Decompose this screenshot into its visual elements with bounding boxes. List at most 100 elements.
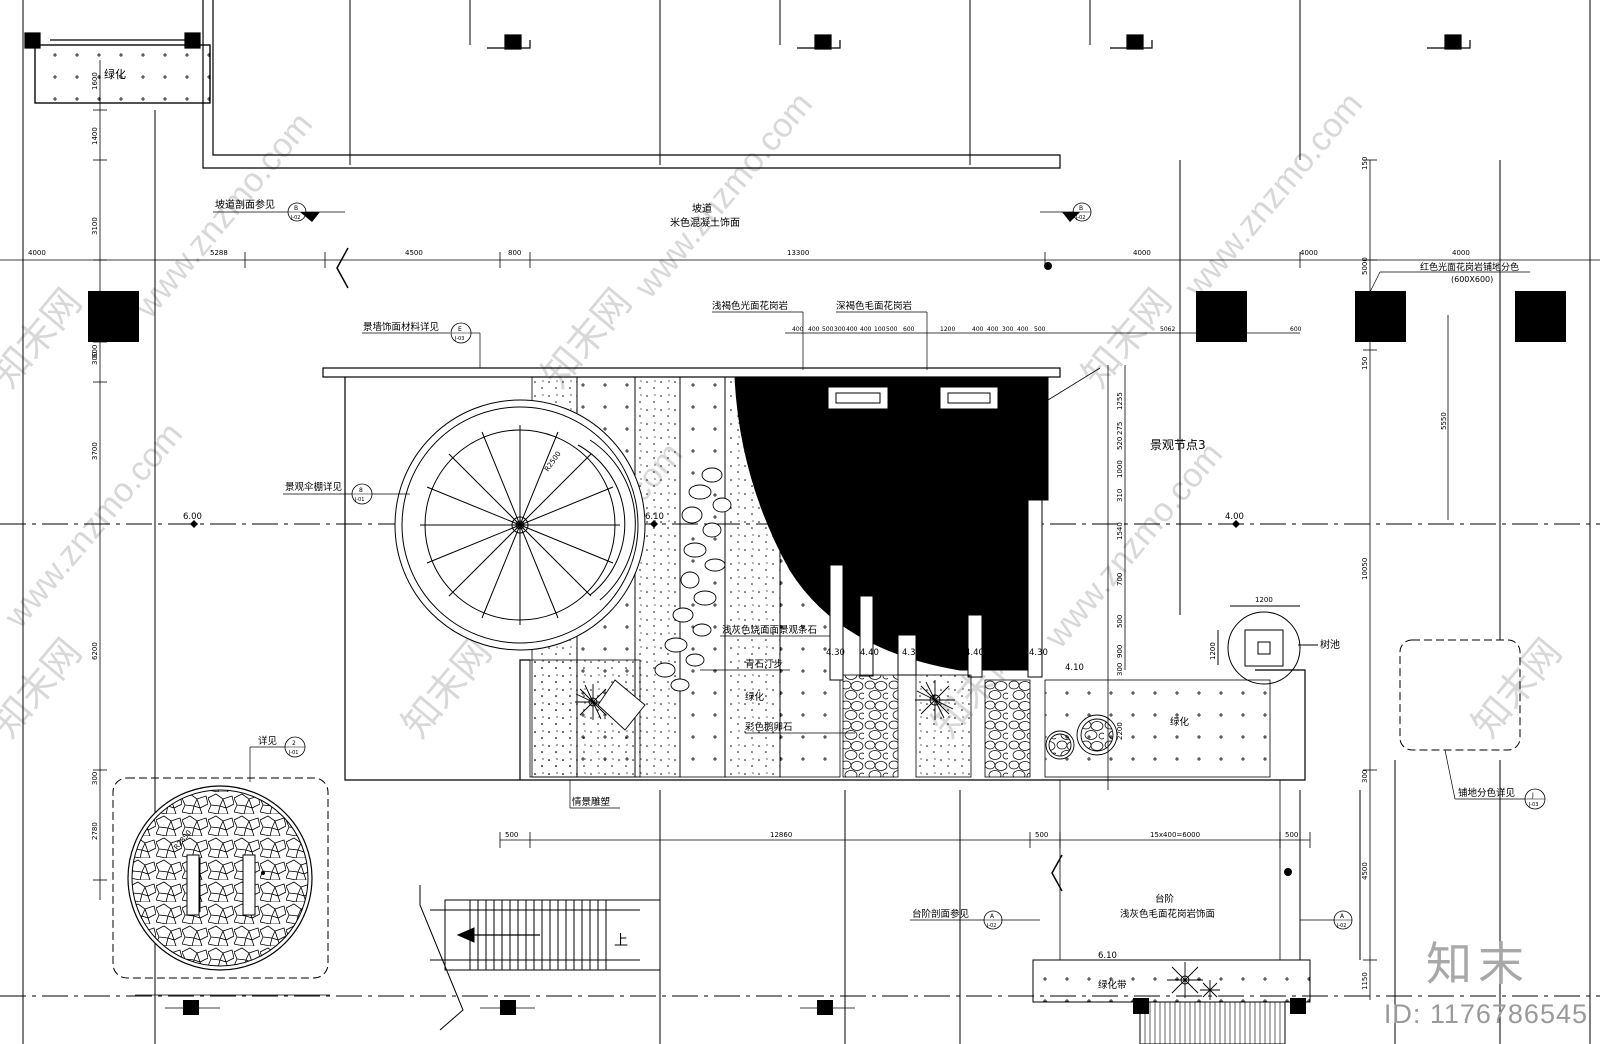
svg-text:500: 500 [1035, 831, 1048, 839]
watermark-6: www.znzmo.com [1176, 85, 1370, 306]
svg-text:4.10: 4.10 [1065, 663, 1084, 673]
svg-text:2: 2 [292, 740, 296, 747]
svg-text:5550: 5550 [1440, 412, 1448, 430]
detail-ref-label: 详见 [258, 735, 277, 747]
svg-text:1200: 1200 [940, 326, 955, 333]
svg-text:700: 700 [1116, 573, 1124, 586]
svg-text:1540: 1540 [1116, 522, 1124, 540]
steps-section-ref-label: 台阶剖面参见 [912, 908, 969, 920]
dimension-right [1363, 159, 1449, 1000]
svg-text:6.10: 6.10 [645, 512, 664, 522]
svg-text:400: 400 [972, 326, 984, 333]
dim-bottom-texts: 500 12860 500 15x400=6000 500 [505, 831, 1298, 839]
svg-text:500: 500 [1034, 326, 1046, 333]
red-granite-label: 红色光面花岗岩铺地分色 [1420, 261, 1519, 273]
svg-text:310: 310 [1116, 489, 1124, 502]
stone-strips [829, 499, 1043, 681]
svg-text:13300: 13300 [787, 249, 809, 257]
svg-text:500: 500 [886, 326, 898, 333]
svg-text:1400: 1400 [91, 127, 99, 145]
columns [88, 291, 1566, 342]
svg-text:300: 300 [1116, 663, 1124, 676]
svg-text:400: 400 [792, 326, 804, 333]
watermark-13: 知末网 [1465, 631, 1570, 745]
dim-top-texts: 4000 5288 4500 800 13300 4000 4000 4000 [28, 249, 1470, 257]
svg-text:500: 500 [1116, 615, 1124, 628]
dimension-top [0, 247, 1600, 289]
svg-text:J: J [1531, 792, 1534, 799]
plants [575, 679, 1118, 760]
svg-text:300: 300 [91, 352, 99, 365]
svg-text:E: E [458, 326, 462, 333]
svg-text:400: 400 [808, 326, 820, 333]
stepping-stones [654, 467, 732, 692]
pebble-strips [842, 674, 1271, 778]
svg-text:4.40: 4.40 [860, 648, 879, 658]
svg-text:A: A [990, 913, 995, 920]
svg-text:150: 150 [1361, 357, 1369, 370]
green-belt-label: 绿化带 [1098, 979, 1127, 991]
top-building [24, 0, 1471, 169]
feature-wall-mass [734, 376, 1049, 671]
watermark-1: 知末网 [0, 281, 90, 395]
tree-pit-label: 树池 [1320, 638, 1340, 651]
svg-text:1200: 1200 [1255, 596, 1273, 604]
svg-text:2780: 2780 [91, 822, 99, 840]
wall-finish-ref-label: 景墙饰面材料详见 [363, 321, 439, 333]
svg-text:1000: 1000 [1116, 460, 1124, 478]
svg-text:300: 300 [91, 772, 99, 785]
svg-text:4000: 4000 [1300, 249, 1318, 257]
greening-mid-label: 绿化 [745, 691, 765, 703]
svg-text:4.40: 4.40 [965, 648, 984, 658]
svg-text:J-03: J-03 [1528, 802, 1538, 808]
svg-text:600: 600 [903, 326, 915, 333]
svg-text:2200: 2200 [1116, 722, 1124, 740]
svg-text:6.10: 6.10 [1098, 951, 1117, 961]
light-brown-granite-label: 浅褐色光面花岗岩 [712, 300, 788, 312]
page-title: 景观节点3 [1150, 438, 1206, 452]
greening-top-label: 绿化 [104, 67, 126, 81]
callout-a-right: A J-02 [1300, 910, 1353, 930]
svg-text:400: 400 [860, 326, 872, 333]
svg-text:300: 300 [1361, 770, 1369, 783]
svg-text:400: 400 [846, 326, 858, 333]
svg-text:J-02: J-02 [1336, 923, 1346, 929]
callout-e: E J-03 [450, 322, 481, 368]
svg-text:5062: 5062 [1160, 326, 1175, 333]
svg-text:5288: 5288 [210, 249, 228, 257]
ramp-label: 坡道 [692, 202, 712, 215]
svg-text:500: 500 [822, 326, 834, 333]
grid-size-label: (600X600) [1451, 275, 1493, 284]
bottom-markers [183, 1000, 833, 1015]
callout-b-left: B J-02 [287, 202, 345, 222]
svg-text:600: 600 [91, 345, 99, 358]
watermark-7: 知末网 [0, 631, 90, 745]
svg-text:500: 500 [505, 831, 518, 839]
dim-left-texts: 1600 1400 3100 300 600 3700 6200 300 278… [91, 72, 99, 840]
paving-ref-label: 铺地分色详见 [1458, 787, 1515, 799]
svg-text:4.00: 4.00 [1225, 512, 1244, 522]
tree-pit [1217, 605, 1318, 685]
svg-text:B: B [294, 205, 298, 212]
svg-text:400: 400 [1017, 326, 1029, 333]
svg-text:4500: 4500 [1361, 862, 1369, 880]
watermark-4: www.znzmo.com [626, 85, 820, 306]
steps-finish-label: 浅灰色毛面花岗岩饰面 [1120, 908, 1215, 920]
svg-text:4.30: 4.30 [902, 648, 921, 658]
svg-text:3100: 3100 [91, 217, 99, 235]
green-belt [1032, 959, 1311, 1003]
elevation-marks: 6.00 6.10 4.00 4.30 4.40 4.30 4.40 4.30 … [183, 512, 1244, 673]
svg-text:J-02: J-02 [1075, 215, 1085, 221]
svg-text:100: 100 [874, 326, 886, 333]
svg-text:275: 275 [1116, 422, 1124, 435]
svg-text:600: 600 [1290, 326, 1302, 333]
svg-text:A: A [1340, 913, 1345, 920]
svg-text:4000: 4000 [1452, 249, 1470, 257]
svg-text:J-02: J-02 [986, 923, 996, 929]
svg-text:800: 800 [508, 249, 521, 257]
dim-right-texts: 150 5000 150 5550 10050 300 4500 1150 [1361, 157, 1448, 990]
wall-opening-1 [827, 386, 889, 410]
watermark-9: 知末网 [395, 631, 500, 745]
svg-text:12860: 12860 [770, 831, 792, 839]
